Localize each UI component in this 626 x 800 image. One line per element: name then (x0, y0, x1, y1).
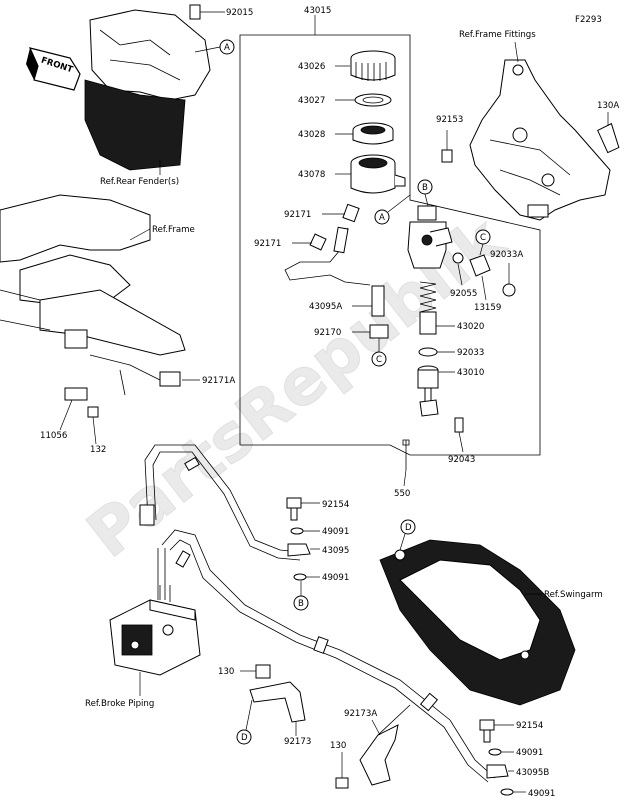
ref-rear-fender: Ref.Rear Fender(s) (100, 177, 179, 187)
part-43010: 43010 (457, 368, 484, 378)
clamp-92170 (369, 324, 389, 339)
group-box-43015 (239, 34, 541, 456)
part-92173A: 92173A (344, 709, 377, 719)
front-arrow-icon: FRONT (26, 47, 81, 91)
callout-D-swingarm (400, 519, 416, 535)
part-92043: 92043 (448, 455, 475, 465)
callout-D-swingarm-label: D (405, 523, 412, 533)
part-49091-d: 49091 (528, 789, 555, 799)
banjo-43095B (486, 764, 509, 779)
ref-swingarm: Ref.Swingarm (544, 590, 603, 600)
part-92154-a: 92154 (322, 500, 349, 510)
frame-fittings-bracket (469, 59, 611, 221)
callout-D-bracket (236, 729, 252, 745)
part-43027: 43027 (298, 96, 325, 106)
part-130A: 130A (597, 101, 619, 111)
pin-92043 (454, 417, 464, 433)
clamp-upper (342, 203, 360, 223)
ref-brake-piping: Ref.Broke Piping (85, 699, 154, 709)
bracket-92173 (249, 681, 306, 723)
part-92033A: 92033A (490, 250, 523, 260)
abs-unit (109, 585, 201, 676)
reservoir-hose (284, 227, 371, 286)
swingarm-drawing (379, 539, 576, 706)
clamp-lower (309, 233, 327, 251)
part-130-a: 130 (218, 667, 234, 677)
bracket-92173A (359, 724, 399, 786)
part-43015: 43015 (304, 6, 331, 16)
part-43095A: 43095A (309, 302, 342, 312)
part-92033: 92033 (457, 348, 484, 358)
part-92055: 92055 (450, 289, 477, 299)
part-43020: 43020 (457, 322, 484, 332)
callout-A-reservoir (374, 209, 390, 225)
part-43095: 43095 (322, 546, 349, 556)
part-49091-b: 49091 (322, 573, 349, 583)
spring (419, 281, 437, 313)
master-cylinder (407, 205, 453, 269)
part-49091-a: 49091 (322, 527, 349, 537)
bolt-130-a (255, 664, 271, 679)
part-130-b: 130 (330, 741, 346, 751)
washer-49091-c (488, 748, 502, 756)
washer-49091-a (290, 527, 304, 535)
washer-92033 (418, 347, 438, 357)
part-43028: 43028 (298, 130, 325, 140)
pushrod-43010 (417, 365, 439, 417)
ref-frame: Ref.Frame (152, 225, 195, 235)
diaphragm-plate (354, 93, 392, 107)
washer-49091-b (293, 573, 307, 581)
callout-A-fender-label: A (224, 43, 230, 53)
washer-49091-d (500, 788, 514, 796)
callout-B-lower-label: B (298, 599, 304, 609)
part-92171-a: 92171 (284, 210, 311, 220)
reservoir-cap (350, 50, 396, 81)
part-49091-c: 49091 (516, 748, 543, 758)
banjo-bolt-92154-b (479, 719, 495, 731)
callout-A-reservoir-label: A (379, 213, 385, 223)
callout-D-bracket-label: D (241, 733, 248, 743)
callout-C-upper-label: C (480, 233, 486, 243)
frame-drawing (0, 194, 186, 418)
part-43026: 43026 (298, 62, 325, 72)
part-132: 132 (90, 445, 106, 455)
bolt-130-b (335, 777, 349, 789)
part-11056: 11056 (40, 431, 67, 441)
rear-fender-drawing (84, 4, 211, 171)
reservoir-tank (350, 154, 406, 194)
brake-hose (139, 444, 496, 783)
callout-B-upper-label: B (422, 183, 428, 193)
hose-43095A (371, 285, 385, 317)
bolt-92153 (441, 149, 453, 163)
part-92154-b: 92154 (516, 721, 543, 731)
part-550: 550 (394, 489, 410, 499)
callout-C-lower-label: C (376, 355, 382, 365)
part-92153: 92153 (436, 115, 463, 125)
piston-43020 (419, 311, 437, 335)
fitting-13159 (469, 254, 491, 277)
oring-92033A (502, 283, 516, 297)
part-92015: 92015 (226, 8, 253, 18)
banjo-bolt-92154-a (286, 497, 302, 509)
ref-frame-fittings: Ref.Frame Fittings (459, 30, 536, 40)
part-92171A: 92171A (202, 376, 235, 386)
bolt-130A (597, 122, 620, 154)
part-43078: 43078 (298, 170, 325, 180)
part-92171-b: 92171 (254, 239, 281, 249)
part-92170: 92170 (314, 328, 341, 338)
part-92173: 92173 (284, 737, 311, 747)
oring-92055 (452, 252, 464, 264)
diagram-code: F2293 (575, 15, 602, 25)
banjo-43095 (287, 543, 311, 557)
part-43095B: 43095B (516, 768, 549, 778)
part-13159: 13159 (474, 303, 501, 313)
diaphragm (352, 122, 394, 145)
